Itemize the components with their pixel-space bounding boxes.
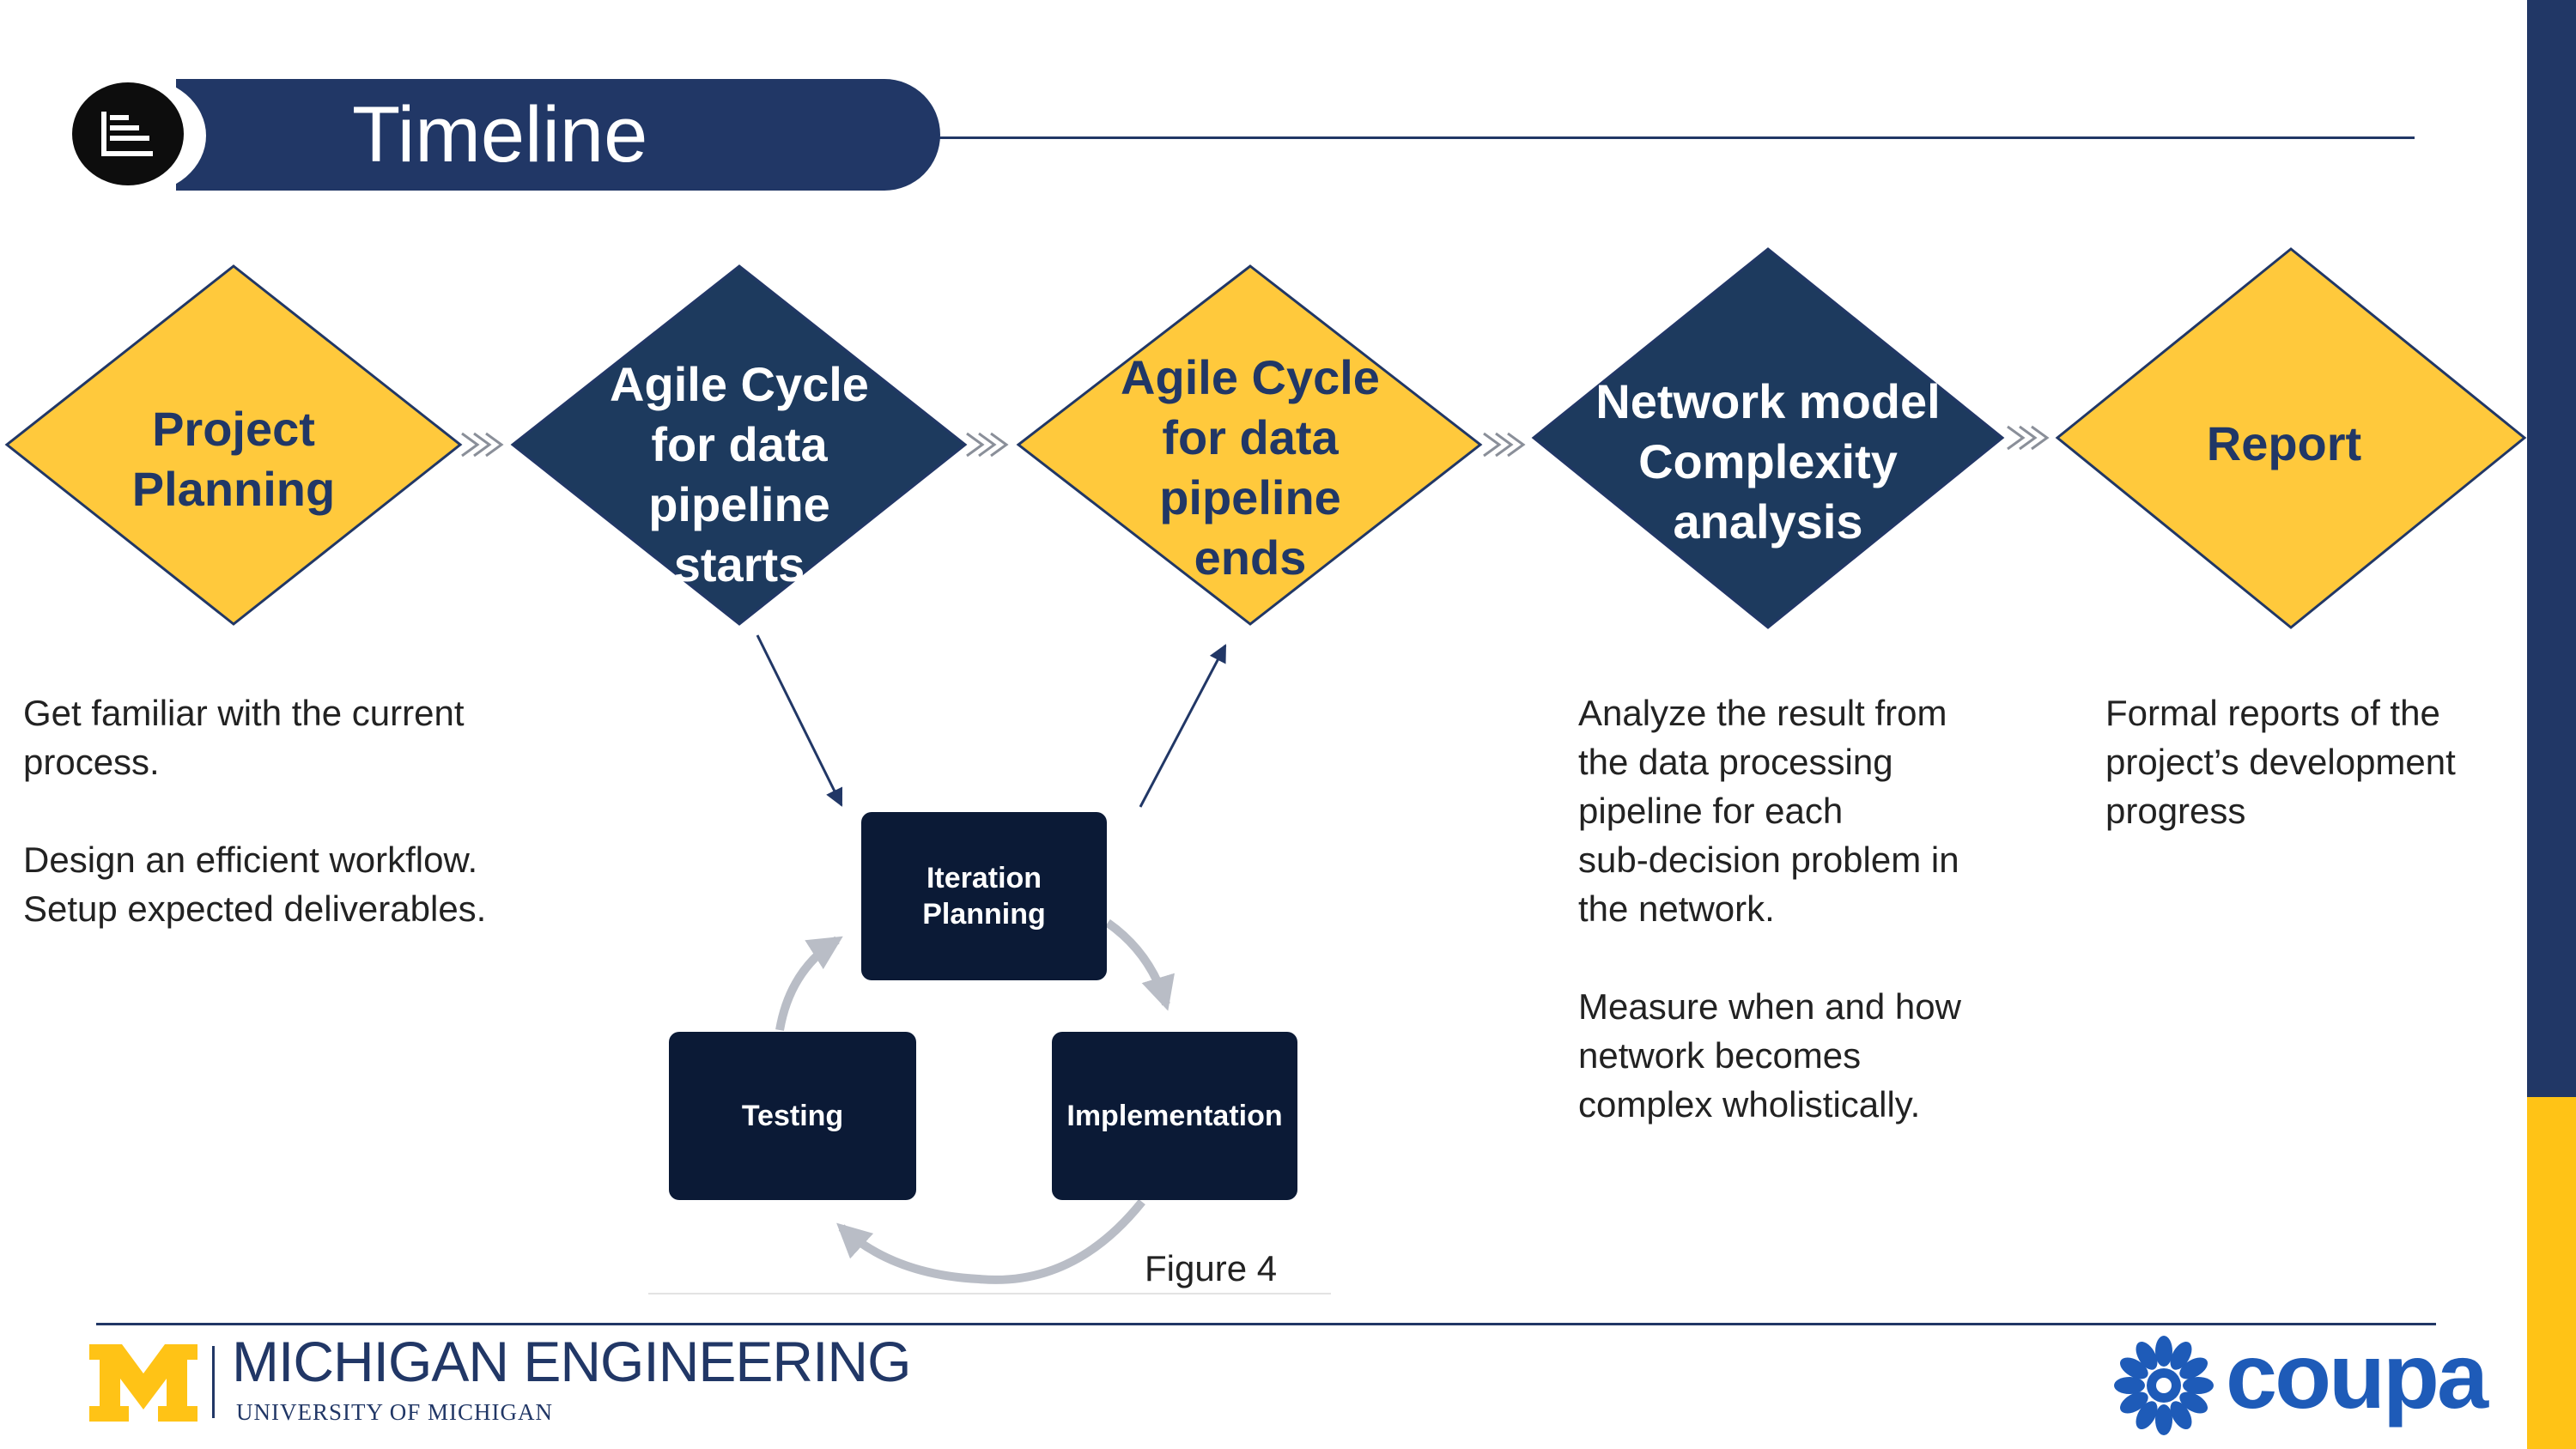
timeline-diagram — [4, 247, 2527, 1284]
description-planning: Get familiar with the current process. D… — [23, 693, 487, 929]
step-label-agile-end: Agile Cycle for data pipeline ends — [1121, 350, 1380, 585]
step-diamond-network — [1531, 247, 2005, 629]
arrow-out-of-cycle — [1139, 644, 1227, 808]
step-diamond-agile-start — [510, 264, 968, 626]
title-rule — [938, 136, 2415, 139]
chevron-connector — [1483, 432, 1526, 458]
caption-rule — [648, 1293, 1331, 1294]
cycle-box-iteration-planning: Iteration Planning — [861, 812, 1107, 980]
footer-rule — [96, 1323, 2436, 1325]
description-network: Analyze the result from the data process… — [1578, 693, 1961, 1125]
edge-strip-gold — [2527, 1097, 2576, 1449]
step-diamond-planning — [4, 264, 463, 626]
cycle-box-implementation: Implementation — [1052, 1032, 1297, 1200]
chevron-connector — [461, 432, 504, 458]
cycle-arc-iteration-to-implementation — [1105, 919, 1175, 1011]
chevron-connector — [2007, 425, 2050, 451]
timeline-icon — [72, 82, 184, 185]
block-m-logo — [89, 1344, 197, 1422]
coupa-flower-icon — [2111, 1332, 2217, 1439]
coupa-logo-text: coupa — [2226, 1324, 2488, 1428]
cycle-box-testing: Testing — [669, 1032, 916, 1200]
cycle-arc-testing-to-iteration — [775, 936, 843, 1031]
step-label-agile-start: Agile Cycle for data pipeline starts — [610, 357, 869, 591]
step-label-report: Report — [2206, 416, 2362, 470]
university-name: MICHIGAN ENGINEERING — [232, 1330, 911, 1393]
title-banner — [176, 79, 940, 191]
step-label-planning: Project Planning — [131, 402, 336, 516]
arrow-into-cycle — [756, 634, 843, 807]
page-title: Timeline — [352, 91, 648, 179]
university-subtitle: UNIVERSITY OF MICHIGAN — [236, 1399, 553, 1425]
step-diamond-agile-end — [1016, 264, 1483, 626]
edge-strip-navy — [2527, 0, 2576, 1097]
step-diamond-report — [2055, 247, 2527, 629]
cycle-arc-implementation-to-testing — [836, 1198, 1145, 1284]
figure-caption: Figure 4 — [1145, 1248, 1278, 1288]
step-label-network: Network model Complexity analysis — [1595, 374, 1941, 549]
description-report: Formal reports of the project’s developm… — [2105, 693, 2456, 831]
chevron-connector — [966, 432, 1009, 458]
logo-divider — [212, 1346, 215, 1418]
